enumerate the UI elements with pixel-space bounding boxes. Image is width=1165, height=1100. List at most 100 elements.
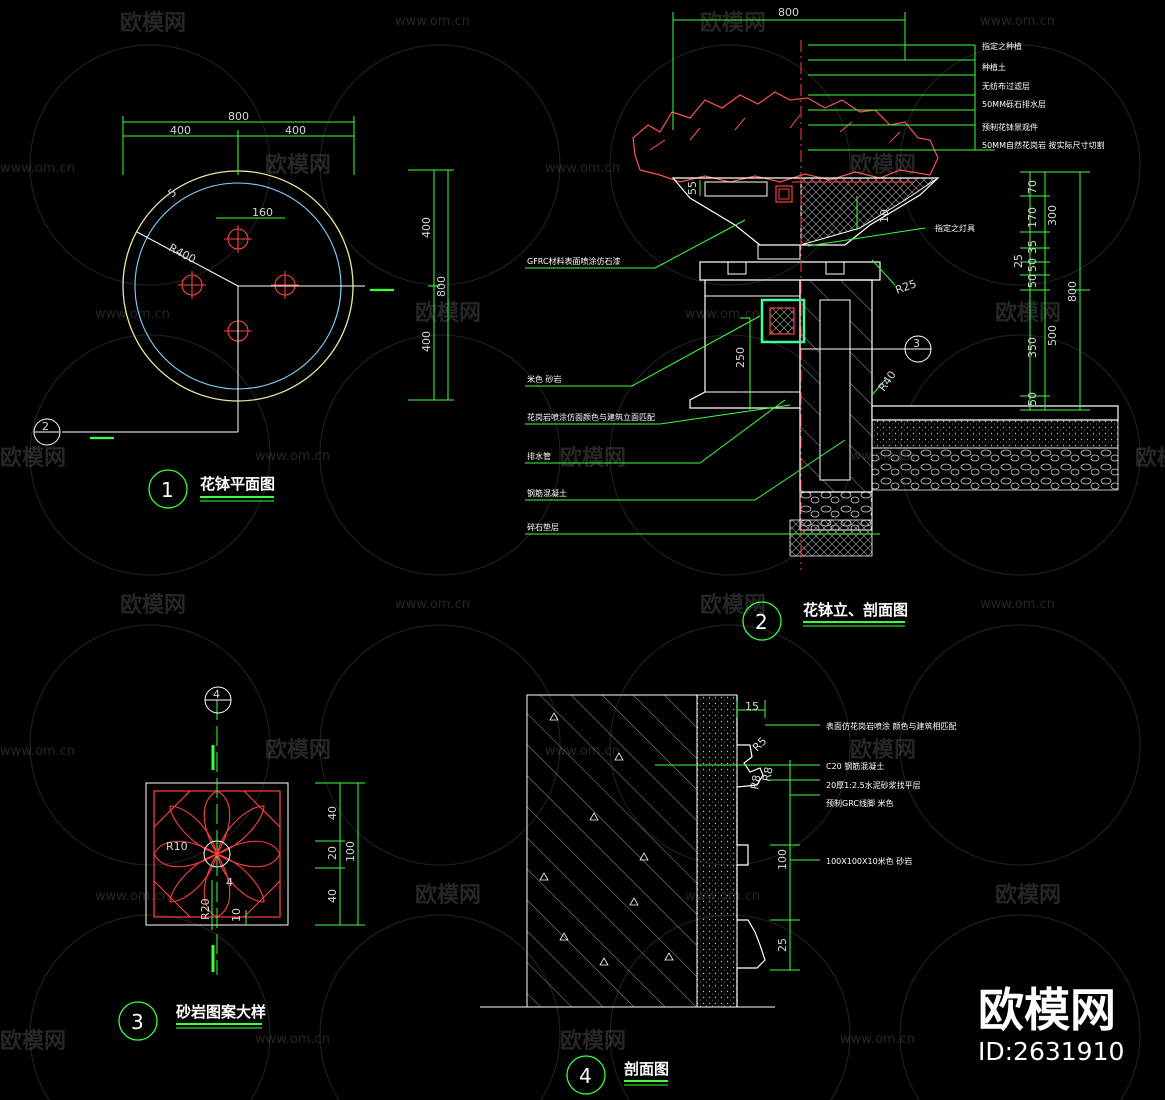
mortar-layer: [696, 694, 738, 1008]
dim-label: 25: [776, 938, 789, 952]
brand-id: ID:2631910: [978, 1037, 1124, 1066]
callout-note: C20 钢筋混凝土: [826, 761, 884, 771]
dim-label: 800: [1066, 281, 1079, 302]
callout-note: GFRC材料表面喷涂仿石漆: [527, 256, 621, 266]
soil-section: [800, 177, 940, 246]
view-title: 剖面图: [624, 1060, 669, 1078]
planter-bowl: [671, 177, 940, 246]
brand-mark: 欧模网 ID:2631910: [978, 983, 1124, 1066]
dim-label: R5: [750, 735, 770, 755]
view-title: 砂岩图案大样: [176, 1003, 266, 1021]
drain-box: [760, 298, 806, 344]
dim-label: 40: [326, 806, 339, 820]
watermark-text: 欧模网: [700, 592, 766, 618]
section-dimension-lines: [655, 700, 820, 971]
dim-label: 100: [776, 849, 789, 870]
elevation-view: 800 55 10 250 R25 R40 70 170 35 25 50 50…: [525, 6, 1119, 641]
dim-label: 400: [170, 124, 191, 137]
watermark-text: 欧模网: [415, 882, 481, 908]
view-number: 1: [161, 478, 174, 502]
watermark-text: 欧模网: [850, 737, 916, 763]
watermark-text: 欧模网: [265, 737, 331, 763]
callout-note: 碎石垫层: [527, 522, 559, 532]
view-title: 花钵立、剖面图: [803, 601, 908, 619]
drain-hole-symbols: [178, 225, 299, 345]
dim-label: R400: [167, 241, 198, 266]
left-leader-lines: [525, 219, 880, 535]
callout-note: 表面仿花岗岩喷涂 颜色与建筑相匹配: [826, 721, 957, 731]
watermark-text: 欧模网: [1135, 445, 1165, 471]
callout-note: 50MM自然花岗岩 按实际尺寸切割: [982, 140, 1105, 150]
callout-note: 花岗岩喷涂仿面颜色与建筑立面匹配: [527, 412, 655, 422]
dim-label: 35: [1026, 240, 1039, 254]
watermark-url: www.om.cn: [95, 889, 170, 904]
watermark-text: 欧模网: [995, 882, 1061, 908]
brand-name: 欧模网: [978, 983, 1116, 1037]
dim-label: 350: [1026, 337, 1039, 358]
plant-foliage: [632, 91, 939, 183]
watermark-url: www.om.cn: [685, 307, 760, 322]
watermark-text: 欧模网: [700, 10, 766, 36]
dim-label: 100: [344, 841, 357, 862]
callout-note: 指定之种植: [982, 41, 1022, 51]
dim-label: R8: [748, 774, 763, 791]
view-number: 4: [579, 1064, 592, 1088]
view-number: 3: [131, 1010, 144, 1034]
dim-label: 400: [420, 331, 433, 352]
callout-note: 排水管: [527, 451, 551, 461]
callout-note: 指定之灯具: [935, 223, 975, 233]
view-title: 花钵平面图: [200, 475, 275, 493]
dim-label: 25: [1012, 254, 1025, 268]
watermark-text: 欧模网: [265, 152, 331, 178]
plan-dimension-lines: [122, 116, 454, 401]
watermark-text: 欧模网: [560, 1028, 626, 1054]
callout-note: 钢筋混凝土: [527, 488, 567, 498]
watermark-text: 欧模网: [120, 592, 186, 618]
watermark-text: 欧模网: [120, 10, 186, 36]
view-number-circle: [742, 601, 782, 641]
watermark-url: www.om.cn: [255, 449, 330, 464]
dim-label: 20: [326, 846, 339, 860]
callout-note: 预制GRC线脚 米色: [826, 798, 894, 808]
watermark-text: 欧模网: [0, 445, 66, 471]
dim-label: 500: [1046, 325, 1059, 346]
dim-label: 250: [734, 347, 747, 368]
elevation-dimension-lines: [672, 12, 1090, 411]
watermark-url: www.om.cn: [980, 14, 1055, 29]
dim-label: 800: [778, 6, 799, 19]
dim-label: R8: [760, 766, 775, 783]
dim-label: 400: [285, 124, 306, 137]
view-number-circle: [118, 1001, 158, 1041]
watermark-url: www.om.cn: [395, 14, 470, 29]
dim-label: 70: [1026, 180, 1039, 194]
dim-label: R10: [166, 840, 188, 853]
pedestal-cap: [699, 261, 881, 281]
callout-note: 100X100X10米色 砂岩: [826, 856, 912, 866]
dim-label: 10: [878, 209, 891, 223]
watermark-url: www.om.cn: [95, 307, 170, 322]
dim-label: 170: [1026, 207, 1039, 228]
paving: [871, 405, 1119, 421]
view-number-circle: [148, 469, 188, 509]
dim-label: R40: [876, 369, 899, 394]
dim-label: 4: [226, 876, 233, 889]
callout-note: 米色 砂岩: [527, 374, 562, 384]
dim-label: 400: [420, 217, 433, 238]
callout-note: 20厚1:2.5水泥砂浆找平层: [826, 780, 921, 790]
dim-label: 800: [435, 276, 448, 297]
watermark-url: www.om.cn: [255, 1032, 330, 1047]
watermark-text: 欧模网: [995, 300, 1061, 326]
dim-label: 160: [252, 206, 273, 219]
plan-leader-lines: [62, 231, 365, 433]
callout-note: 预制花钵景观件: [982, 122, 1038, 132]
plan-view: 800 400 400 160 R400 5 400 800 400 2 1 花…: [33, 110, 454, 509]
callout-note: 50MM砾石排水层: [982, 99, 1046, 109]
callout-note: 无纺布过滤层: [982, 81, 1030, 91]
view-number: 2: [755, 610, 768, 634]
dim-label: R20: [199, 898, 212, 920]
dim-label: 40: [326, 889, 339, 903]
watermark-url: www.om.cn: [0, 161, 75, 176]
dim-label: 50: [1026, 258, 1039, 272]
section-tag-label: 3: [913, 337, 920, 350]
